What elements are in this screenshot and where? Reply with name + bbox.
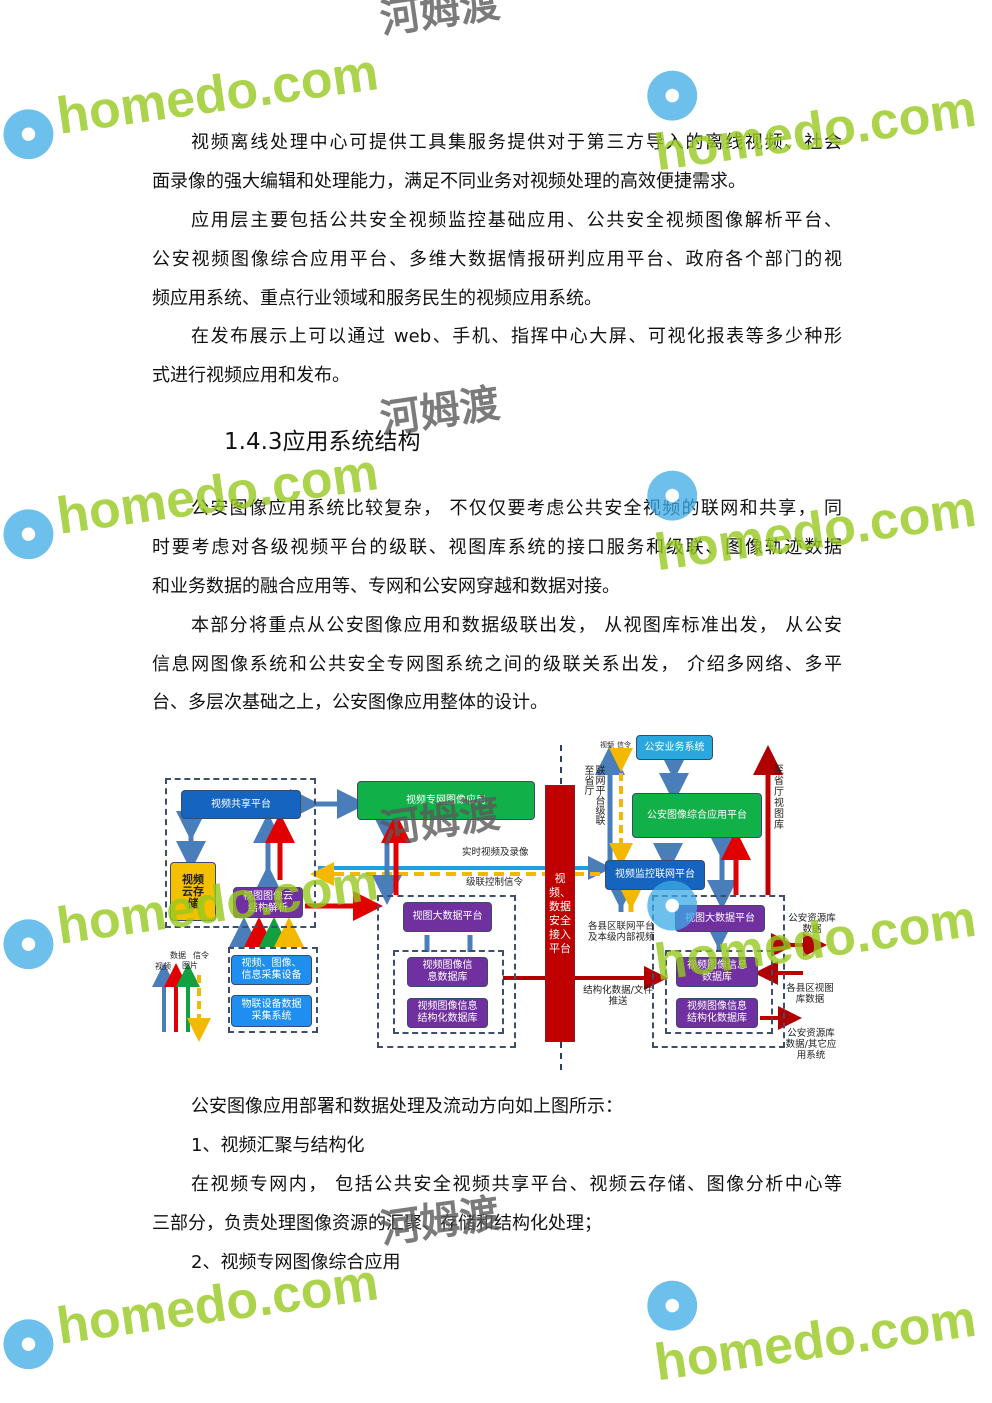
watermark-cn: 河姆渡 [377,0,503,42]
text-line: 面录像的强大编辑和处理能力，满足不同业务对视频处理的高效便捷需求。 [152,170,746,192]
text-line: 信息网图像系统和公共安全专网图系统之间的级联关系出发， 介绍多网络、多平 [152,653,842,675]
text-line: 台、多层次基础之上，公安图像应用整体的设计。 [152,692,548,714]
label-cascade-province: 联网平台级联至省厅 [582,765,604,825]
label-police-resource-other: 公安资源库数据/其它应用系统 [785,1028,837,1061]
video-private-net-app-box: 视频专网图像应用 [357,781,535,820]
text-line: 公安图像应用系统比较复杂， 不仅仅要考虑公共安全视频的联网和共享， 同 [191,498,842,519]
video-share-platform-box: 视频共享平台 [181,790,301,819]
section-heading: 1.4.3应用系统结构 [224,429,421,455]
watermark-cn: 河姆渡 [377,791,503,852]
collect-dashed-group [228,947,318,1033]
cloud-analysis-box: 视图图像云结构解析 [233,887,303,918]
label-cascade-signal: 级联控制信令 [466,877,524,888]
left-dashed-group [165,778,316,928]
watermark-text: homedo.com [651,1289,980,1393]
db-struct-right-box: 视频图像信息结构化数据库 [676,998,758,1028]
flower-logo-icon [0,915,57,973]
legend-signal: 信令 [193,951,209,960]
text-line: 在视频专网内， 包括公共安全视频共享平台、视频云存储、图像分析中心等 [191,1173,842,1195]
text-line: 时要考虑对各级视频平台的级联、视图库系统的接口服务和级联、图像轨迹数据 [152,536,842,558]
flower-logo-icon [0,505,57,563]
watermark-text: homedo.com [651,889,980,993]
text-line: 公安视频图像综合应用平台、多维大数据情报研判应用平台、政府各个部门的视 [152,248,842,270]
db-info-left-box: 视频图像信息数据库 [407,957,488,987]
watermark-text: homedo.com [53,853,382,956]
db-info-right-box: 视频图像信息数据库 [676,957,758,987]
label-struct-push: 结构化数据/文件推送 [583,985,653,1007]
legend-data: 数据 [170,951,186,960]
label-realtime-video: 实时视频及录像 [462,847,529,858]
flower-logo-icon [0,105,57,163]
text-line: 和业务数据的融合应用等、专网和公安网穿越和数据对接。 [152,575,620,597]
db-struct-left-box: 视频图像信息结构化数据库 [407,998,488,1028]
label-county-viewlib: 各县区视图库数据 [786,983,834,1005]
homedo-watermark: homedo.com河姆渡 [0,792,502,973]
right-dashed-group [652,895,785,1048]
label-police-resource: 公安资源库数据 [788,913,836,935]
legend-video: 视频 [155,962,171,971]
flower-logo-icon [644,877,701,934]
text-line: 频应用系统、重点行业领域和服务民生的视频应用系统。 [152,287,602,309]
label-county-platforms: 各县区联网平台及本级内部视频 [588,921,655,943]
police-business-box: 公安业务系统 [636,735,713,760]
middle-db-dashed-group [393,950,504,1034]
label-top-video: 视频 [600,741,614,749]
legend-image: 图片 [182,961,198,970]
bigdata-platform-left-box: 视图大数据平台 [403,902,492,932]
iot-collect-box: 物联设备数据采集系统 [231,995,312,1027]
text-line: 2、视频专网图像综合应用 [191,1251,401,1273]
text-line: 应用层主要包括公共安全视频监控基础应用、公共安全视频图像解析平台、 [191,209,842,231]
text-line: 本部分将重点从公安图像应用和数据级联出发， 从视图库标准出发， 从公安 [191,614,842,636]
text-line: 视频离线处理中心可提供工具集服务提供对于第三方导入的离线视频、社会 [191,132,842,153]
text-line: 1、视频汇聚与结构化 [191,1134,365,1156]
flower-logo-icon [644,1277,701,1334]
section-bottom: 公安图像应用部署和数据处理及流动方向如上图所示： 1、视频汇聚与结构化在视频专网内… [152,1088,842,1282]
text-line: 式进行视频应用和发布。 [152,365,350,387]
flower-logo-icon [644,67,701,124]
security-access-platform-box: 视频、数据安全接入平台 [545,785,575,1042]
right-db-dashed-group [665,950,773,1034]
flower-logo-icon [0,1315,57,1373]
police-image-platform-box: 公安图像综合应用平台 [632,793,762,838]
label-top-signal: 信令 [617,741,631,749]
middle-dashed-group [377,895,516,1048]
connector-lines [152,745,827,1070]
text-line: 公安图像应用部署和数据处理及流动方向如上图所示： [191,1096,623,1117]
text-line: 三部分，负责处理图像资源的汇聚、存储和结构化处理； [152,1212,602,1234]
section-top: 视频离线处理中心可提供工具集服务提供对于第三方导入的离线视频、社会面录像的强大编… [152,124,842,396]
video-monitor-net-box: 视频监控联网平台 [605,860,705,890]
section-mid: 公安图像应用系统比较复杂， 不仅仅要考虑公共安全视频的联网和共享， 同时要考虑对… [152,490,842,723]
bigdata-platform-right-box: 视图大数据平台 [675,905,765,932]
video-cloud-storage-box: 视频云存储 [170,862,216,921]
label-to-province-viewlib: 至省厅视图库 [774,765,784,831]
text-line: 在发布展示上可以通过 web、手机、指挥中心大屏、可视化报表等多少种形 [191,326,842,348]
collect-devices-box: 视频、图像、信息采集设备 [231,955,312,985]
homedo-watermark: homedo.com [644,837,992,994]
